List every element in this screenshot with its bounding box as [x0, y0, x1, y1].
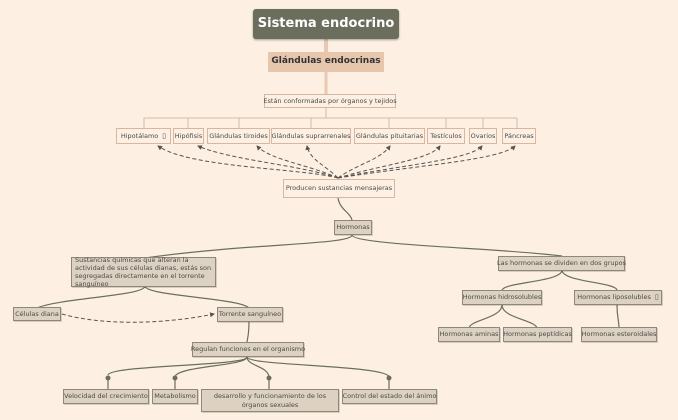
connector-hidro-children: [468, 304, 538, 329]
connector-torrente-regulan: [246, 319, 250, 343]
gland-testiculos[interactable]: Testículos: [427, 128, 465, 144]
liposolubles-label: Hormonas liposolubles: [577, 293, 651, 302]
subtitle-glandulas[interactable]: Glándulas endocrinas: [268, 52, 384, 72]
function-metabolismo[interactable]: Metabolismo: [152, 389, 198, 404]
connector-definition-children: [36, 285, 250, 309]
gland-hipotalamo[interactable]: Hipotálamo ▯: [116, 128, 171, 144]
gland-suprarrenales[interactable]: Glándulas suprarrenales: [271, 128, 351, 144]
connector-composition-glands: [143, 108, 518, 128]
groups-node[interactable]: Las hormonas se dividen en dos grupos: [497, 256, 626, 271]
note-icon[interactable]: ▯: [654, 293, 659, 302]
connector-groups-types: [501, 269, 618, 291]
gland-pancreas[interactable]: Páncreas: [502, 128, 536, 144]
function-organos-sexuales[interactable]: desarrollo y funcionamiento de los órgan…: [201, 389, 339, 412]
note-icon[interactable]: ▯: [162, 131, 167, 140]
composition-node[interactable]: Están conformadas por órganos y tejidos: [263, 94, 397, 108]
liposolubles-node[interactable]: Hormonas liposolubles ▯: [574, 290, 662, 305]
gland-tiroides[interactable]: Glándulas tiroides: [207, 128, 270, 144]
gland-label: Hipotálamo: [120, 131, 159, 140]
regulan-node[interactable]: Regulan funciones en el organismo: [191, 342, 305, 357]
celulas-diana-node[interactable]: Células diana: [13, 307, 61, 321]
hormonas-node[interactable]: Hormonas: [334, 220, 372, 235]
connector-regulan-functions: [107, 356, 390, 378]
function-crecimiento[interactable]: Velocidad del crecimiento: [63, 389, 149, 404]
esteroidales-node[interactable]: Hormonas esteroidales: [581, 327, 657, 342]
producen-node[interactable]: Producen sustancias mensajeras: [283, 179, 395, 198]
dashed-arrows: [157, 145, 516, 179]
function-dots: [105, 375, 392, 381]
dashed-celulas-torrente: [61, 312, 215, 323]
root-title[interactable]: Sistema endocrino: [253, 9, 399, 39]
torrente-node[interactable]: Torrente sanguíneo: [217, 307, 283, 322]
hidrosolubles-node[interactable]: Hormonas hidrosolubles: [462, 290, 542, 305]
gland-hipofisis[interactable]: Hipófisis: [173, 128, 204, 144]
aminas-node[interactable]: Hormonas aminas: [438, 327, 500, 342]
function-estado-animo[interactable]: Control del estado del ánimo: [342, 389, 437, 404]
connector-dots-functions: [107, 380, 390, 389]
peptidicas-node[interactable]: Hormonas peptídicas: [503, 327, 572, 342]
connector-lipo-children: [616, 304, 620, 329]
gland-ovarios[interactable]: Ovarios: [469, 128, 497, 144]
gland-pituitarias[interactable]: Glándulas pituitarias: [354, 128, 425, 144]
definition-node[interactable]: Sustancias químicas que alteran la activ…: [71, 256, 216, 288]
connector-producen-hormonas: [337, 197, 353, 221]
connector-hormonas-branches: [144, 234, 563, 259]
